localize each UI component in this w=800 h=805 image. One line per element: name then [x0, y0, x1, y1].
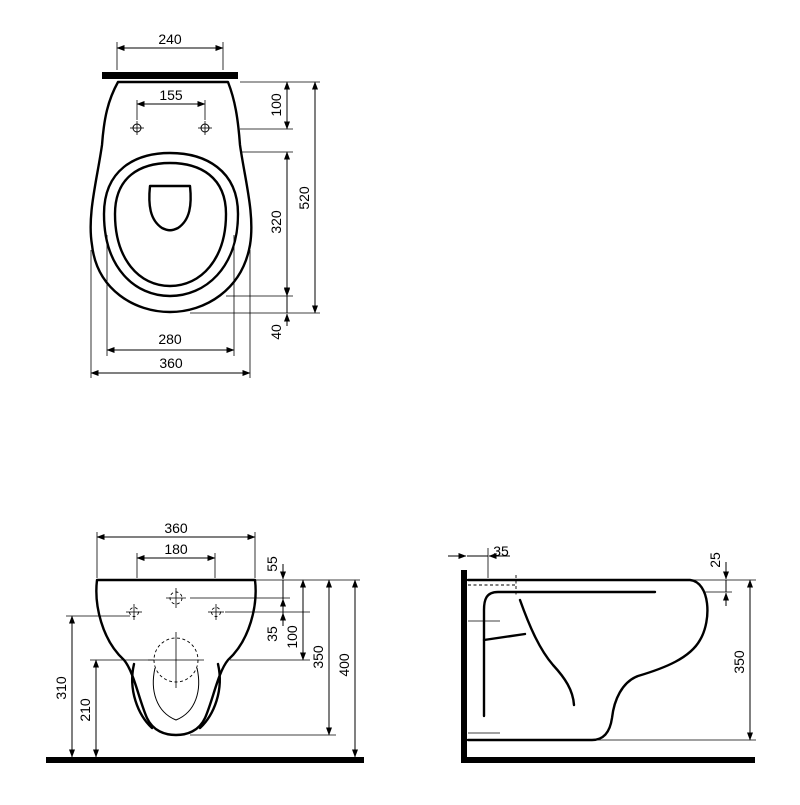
dim-front-holes: 180 — [164, 541, 188, 557]
front-view: 360 180 55 35 100 350 400 310 — [46, 520, 364, 763]
dim-front-rim: 40 — [268, 324, 284, 340]
top-view: 240 155 100 320 40 520 280 — [89, 31, 320, 378]
dim-outlet-height: 310 — [53, 676, 69, 700]
front-view-top-hole — [166, 588, 186, 608]
dim-rim-height: 350 — [310, 645, 326, 669]
top-view-seat-outer — [102, 151, 240, 298]
top-view-wall-plate — [102, 72, 238, 79]
front-view-inner-left — [131, 662, 154, 730]
top-view-outer-outline — [89, 80, 253, 314]
front-view-outline — [95, 578, 257, 737]
front-view-pedestal-front — [152, 667, 200, 721]
front-view-left-hole — [126, 604, 142, 620]
side-view-inner-rim — [482, 590, 657, 718]
front-view-inner-right — [198, 662, 221, 730]
dim-wall-offset: 35 — [493, 543, 509, 559]
front-view-floor — [46, 757, 364, 763]
dim-top-to-outlet: 100 — [284, 625, 300, 649]
dim-top-offset: 25 — [707, 552, 723, 568]
dim-back-to-holes: 100 — [268, 93, 284, 117]
dim-bowl-length: 320 — [268, 210, 284, 234]
dim-side-height: 350 — [731, 650, 747, 674]
top-view-fixing-hole-left — [130, 121, 144, 135]
side-view-floor — [461, 757, 755, 763]
side-view-outline — [466, 578, 709, 742]
dim-hole-vertical-spacing: 35 — [264, 626, 280, 642]
front-view-right-hole — [208, 604, 224, 620]
top-view-fixing-hole-right — [198, 121, 212, 135]
side-view-water-line — [482, 632, 527, 642]
top-view-bowl-inner — [113, 161, 228, 288]
side-view-wall — [461, 570, 467, 762]
front-view-outlet — [148, 632, 204, 688]
dim-bottom-height: 210 — [77, 698, 93, 722]
top-view-outlet — [148, 184, 192, 232]
dim-outer-width: 360 — [159, 355, 183, 371]
dim-hole-spacing: 155 — [159, 87, 183, 103]
dim-inner-width: 280 — [158, 331, 182, 347]
dim-top-width: 240 — [158, 31, 182, 47]
dim-overall-length: 520 — [296, 186, 312, 210]
dim-top-to-hole: 55 — [264, 556, 280, 572]
dim-total-height: 400 — [336, 653, 352, 677]
dim-front-width: 360 — [164, 520, 188, 536]
side-view: 35 25 350 — [448, 543, 756, 763]
side-view-trap — [518, 598, 576, 707]
